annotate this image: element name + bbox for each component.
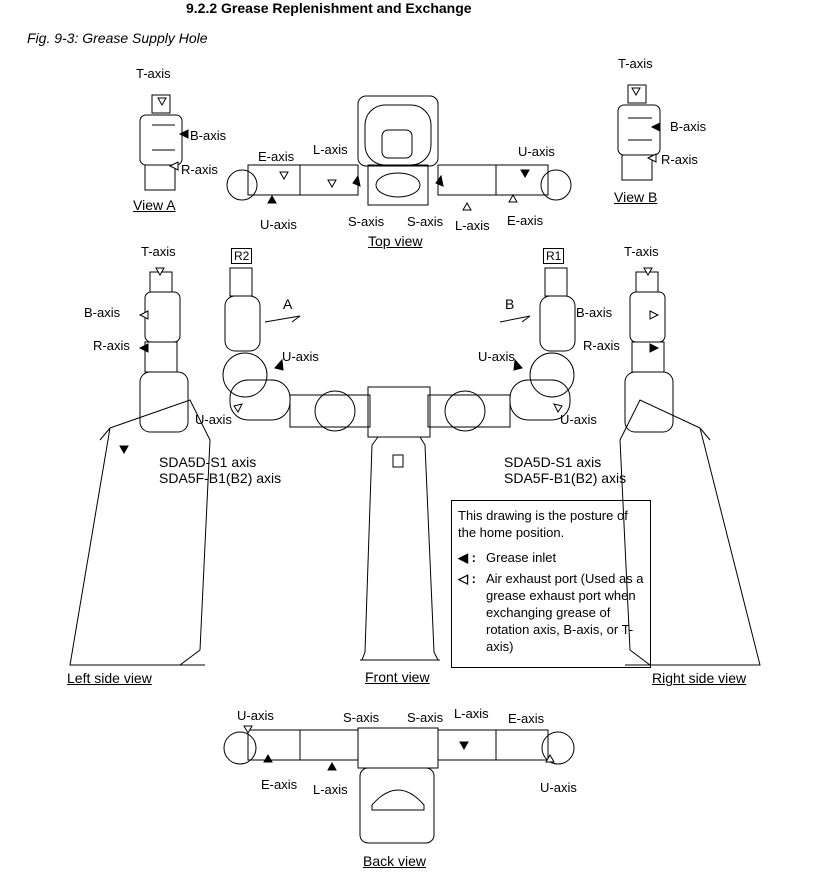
- grease-inlet-marker: [178, 129, 189, 139]
- top-view-label: Top view: [368, 233, 423, 249]
- label-u-axis-front-left-upper: U-axis: [282, 349, 319, 364]
- label-e-axis-top-right: E-axis: [507, 213, 544, 228]
- label-u-axis-front-left-lower: U-axis: [195, 412, 232, 427]
- label-l-axis-top-right: L-axis: [455, 218, 490, 233]
- arrow-b-label: B: [505, 296, 515, 312]
- label-s-axis-top-right: S-axis: [407, 214, 444, 229]
- right-side-view-label: Right side view: [652, 670, 747, 686]
- label-b-axis-left: B-axis: [84, 305, 121, 320]
- legend-box: This drawing is the posture of the home …: [451, 500, 651, 668]
- tag-r2: R2: [231, 248, 253, 264]
- label-e-axis-back-left: E-axis: [261, 777, 298, 792]
- label-s-axis-top-left: S-axis: [348, 214, 385, 229]
- air-exhaust-marker: [168, 161, 179, 171]
- tag-r1: R1: [543, 248, 565, 264]
- view-a-label: View A: [133, 197, 176, 213]
- back-view-drawing: [223, 727, 575, 844]
- right-side-view-drawing: [619, 271, 761, 666]
- label-u-axis-front-right-lower: U-axis: [560, 412, 597, 427]
- label-u-axis-front-right-upper: U-axis: [478, 349, 515, 364]
- label-l-axis-top-left: L-axis: [313, 142, 348, 157]
- label-t-axis-view-a: T-axis: [136, 66, 171, 81]
- label-u-axis-top-right: U-axis: [518, 144, 555, 159]
- section-heading: 9.2.2 Grease Replenishment and Exchange: [186, 0, 472, 16]
- model-right-2: SDA5F-B1(B2) axis: [504, 470, 627, 486]
- view-a-drawing: [139, 94, 183, 191]
- label-t-axis-left: T-axis: [141, 244, 176, 259]
- label-r-axis-view-b: R-axis: [661, 152, 698, 167]
- view-b-label: View B: [614, 189, 658, 205]
- arrow-a-label: A: [283, 296, 293, 312]
- label-l-axis-back-right: L-axis: [454, 706, 489, 721]
- label-t-axis-right: T-axis: [624, 244, 659, 259]
- label-e-axis-back-right: E-axis: [508, 711, 545, 726]
- front-view-label: Front view: [365, 669, 430, 685]
- legend-row-exhaust: ◁ : Air exhaust port (Used as a grease e…: [458, 570, 644, 655]
- legend-inlet-label: Grease inlet: [486, 550, 557, 565]
- figure-caption: Fig. 9-3: Grease Supply Hole: [27, 30, 208, 46]
- label-u-axis-top-left: U-axis: [260, 217, 297, 232]
- label-t-axis-view-b: T-axis: [618, 56, 653, 71]
- label-b-axis-view-a: B-axis: [190, 128, 227, 143]
- label-u-axis-back-left: U-axis: [237, 708, 274, 723]
- back-view-label: Back view: [363, 853, 427, 869]
- front-view-drawing: [222, 267, 576, 661]
- label-r-axis-right: R-axis: [583, 338, 620, 353]
- grease-markers: [119, 87, 661, 771]
- legend-exhaust-label: Air exhaust port (Used as a grease exhau…: [486, 571, 644, 654]
- label-s-axis-back-right: S-axis: [407, 710, 444, 725]
- air-exhaust-icon: ◁ :: [458, 571, 476, 586]
- label-b-axis-view-b: B-axis: [670, 119, 707, 134]
- view-b-drawing: [617, 84, 661, 181]
- model-left-2: SDA5F-B1(B2) axis: [159, 470, 282, 486]
- left-side-view-drawing: [69, 271, 211, 666]
- left-side-view-label: Left side view: [67, 670, 152, 686]
- model-left-1: SDA5D-S1 axis: [159, 454, 257, 470]
- label-s-axis-back-left: S-axis: [343, 710, 380, 725]
- legend-note: This drawing is the posture of the home …: [458, 508, 628, 540]
- label-u-axis-back-right: U-axis: [540, 780, 577, 795]
- label-e-axis-top-left: E-axis: [258, 149, 295, 164]
- label-r-axis-view-a: R-axis: [181, 162, 218, 177]
- grease-inlet-icon: ◀ :: [458, 550, 476, 565]
- model-right-1: SDA5D-S1 axis: [504, 454, 602, 470]
- label-l-axis-back-left: L-axis: [313, 782, 348, 797]
- label-b-axis-right: B-axis: [576, 305, 613, 320]
- legend-row-inlet: ◀ : Grease inlet: [458, 549, 644, 566]
- label-r-axis-left: R-axis: [93, 338, 130, 353]
